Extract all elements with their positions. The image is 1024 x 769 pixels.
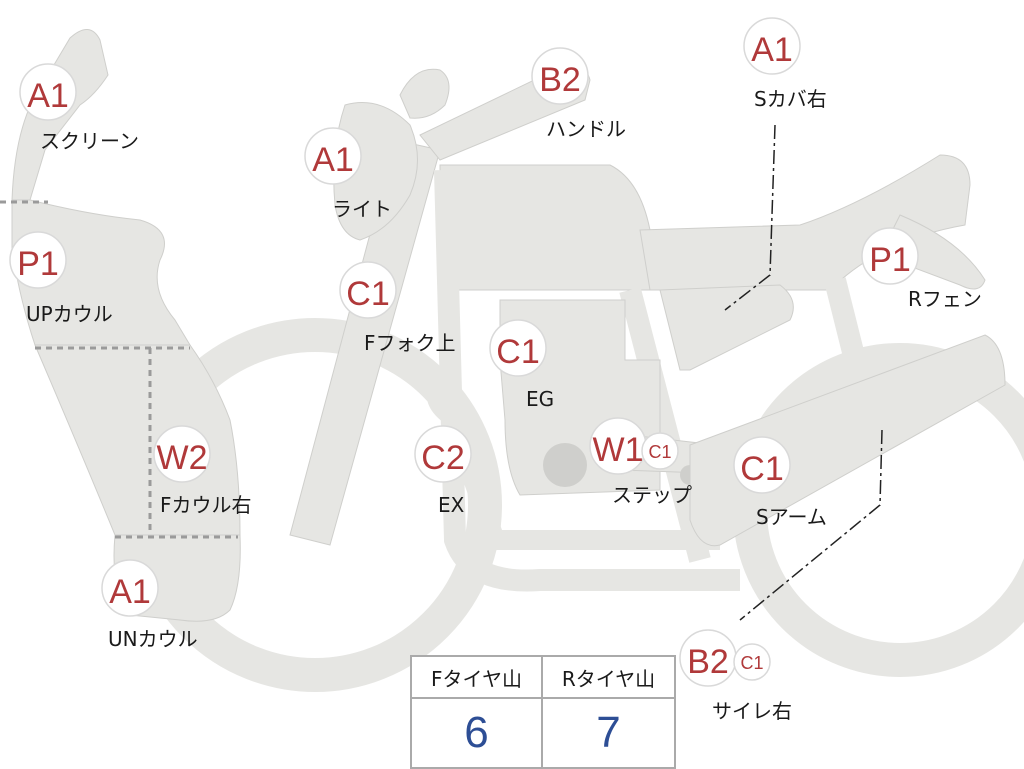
damage-code: W2 (157, 439, 208, 477)
badge-circle (339, 261, 397, 319)
part-label-s-cover-right: Sカバ右 (754, 87, 827, 111)
part-label-light: ライト (332, 197, 392, 221)
engine-cover-detail (543, 443, 587, 487)
badge-un-cowl[interactable]: A1 (101, 559, 159, 617)
badge-circle-small (641, 432, 679, 470)
part-label-fork-upper: Fフォク上 (364, 331, 456, 355)
part-label-f-cowl-right: Fカウル右 (160, 493, 252, 517)
side-cover-shape (659, 284, 794, 371)
rear-tire-value: 7 (596, 708, 621, 757)
damage-code: P1 (17, 245, 59, 283)
badge-s-cover-right[interactable]: A1 (743, 17, 801, 75)
badge-circle-small (733, 643, 771, 681)
damage-code: P1 (869, 241, 911, 279)
part-label-silencer-right: サイレ右 (712, 699, 792, 723)
part-label-exhaust: EX (438, 493, 465, 517)
badge-circle (531, 47, 589, 105)
badge-r-fender[interactable]: P1 (861, 227, 919, 285)
badge-screen[interactable]: A1 (19, 63, 77, 121)
damage-code: C1 (346, 275, 389, 313)
frame-down-tube (434, 169, 740, 592)
badge-circle (304, 127, 362, 185)
badge-circle (19, 63, 77, 121)
badge-circle (733, 436, 791, 494)
upper-cowl-shape (11, 199, 191, 346)
badge-circle (743, 17, 801, 75)
fuel-tank-shape (439, 164, 651, 291)
badge-circle (153, 425, 211, 483)
part-label-step: ステップ (612, 483, 692, 507)
badge-circle (861, 227, 919, 285)
badge-light[interactable]: A1 (304, 127, 362, 185)
damage-code: A1 (27, 77, 69, 115)
tire-tread-table: Fタイヤ山 Rタイヤ山 6 7 (410, 655, 676, 769)
badge-circle (414, 425, 472, 483)
fairing-side-shape (34, 344, 241, 536)
damage-code: A1 (109, 573, 151, 611)
badge-engine[interactable]: C1 (489, 319, 547, 377)
badge-circle (101, 559, 159, 617)
front-tire-label: Fタイヤ山 (412, 657, 543, 699)
part-label-un-cowl: UNカウル (108, 627, 198, 651)
exhaust-pipe (426, 379, 720, 550)
front-fork-shape (289, 139, 441, 546)
leader-side-cover (724, 124, 776, 311)
badge-f-cowl-right[interactable]: W2 (153, 425, 211, 483)
damage-code-secondary: C1 (740, 653, 763, 673)
damage-code-secondary: C1 (648, 442, 671, 462)
damage-code: A1 (312, 141, 354, 179)
damage-code: B2 (539, 61, 581, 99)
swing-arm-shape (689, 334, 1006, 547)
damage-code: C1 (496, 333, 539, 371)
leader-silencer (739, 429, 883, 621)
damage-code: B2 (687, 643, 729, 681)
badge-up-cowl[interactable]: P1 (9, 231, 67, 289)
part-label-engine: EG (526, 387, 554, 411)
badge-step[interactable]: W1 C1 (589, 417, 679, 475)
badge-circle (489, 319, 547, 377)
front-tire-value: 6 (412, 699, 543, 767)
badge-silencer-right[interactable]: B2 C1 (679, 629, 771, 687)
damage-code: A1 (751, 31, 793, 69)
badge-swing-arm[interactable]: C1 (733, 436, 791, 494)
frame-rear-tube (619, 287, 711, 563)
part-label-swing-arm: Sアーム (756, 505, 827, 529)
rear-tire-label: Rタイヤ山 (543, 657, 674, 699)
badge-circle (9, 231, 67, 289)
damage-code: W1 (593, 431, 644, 469)
badge-fork-upper[interactable]: C1 (339, 261, 397, 319)
damage-code: C1 (740, 450, 783, 488)
badge-handle[interactable]: B2 (531, 47, 589, 105)
part-label-handle: ハンドル (546, 117, 626, 141)
damage-code: C2 (421, 439, 464, 477)
part-label-screen: スクリーン (40, 129, 139, 153)
badge-exhaust[interactable]: C2 (414, 425, 472, 483)
part-label-r-fender: Rフェン (908, 287, 982, 311)
part-label-up-cowl: UPカウル (26, 302, 113, 326)
mirror-shape (399, 68, 450, 119)
